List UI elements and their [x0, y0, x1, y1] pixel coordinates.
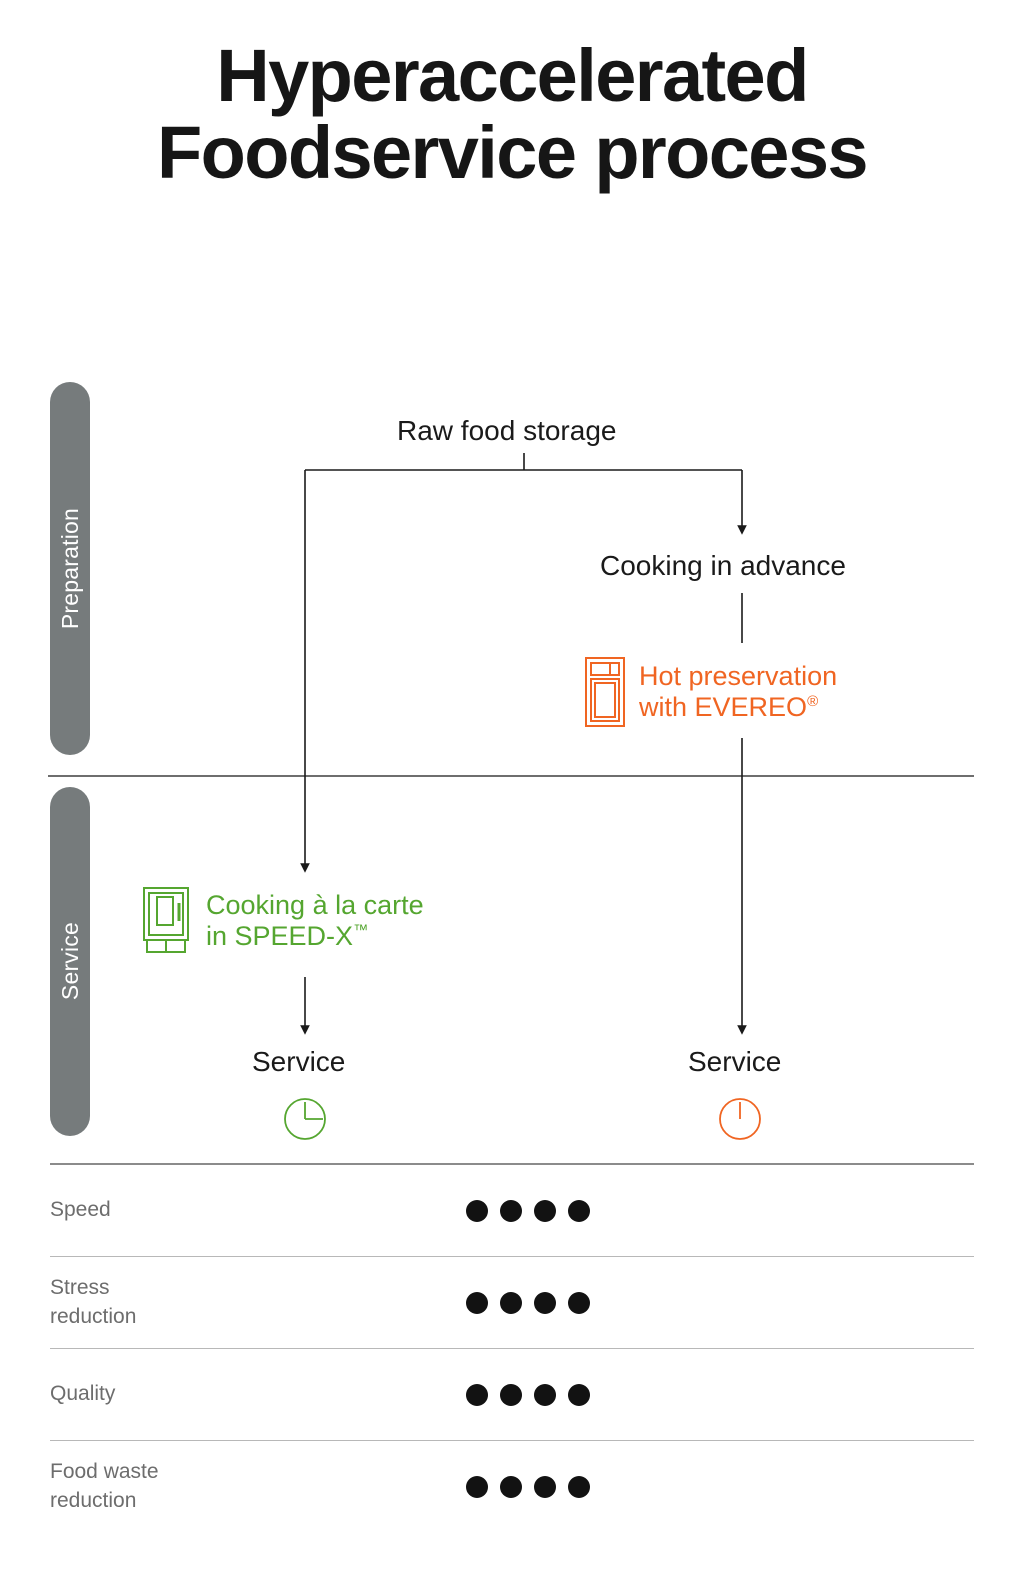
stage-label-preparation: Preparation — [56, 507, 83, 630]
rating-dot-filled — [466, 1475, 488, 1498]
rating-dot-filled — [568, 1291, 590, 1314]
rating-dot-filled — [466, 1291, 488, 1314]
combi-oven-icon — [140, 885, 194, 957]
rating-dots — [466, 1291, 590, 1314]
product-evereo-line2: with EVEREO — [639, 692, 808, 722]
node-service-left: Service — [252, 1046, 346, 1077]
oven-cabinet-icon — [583, 655, 627, 729]
table-row: Quality — [50, 1349, 974, 1441]
rating-dot-filled — [534, 1199, 556, 1222]
rating-dots — [466, 1383, 590, 1406]
rating-dot-filled — [534, 1291, 556, 1314]
rating-dots — [466, 1475, 590, 1498]
table-row: Speed — [50, 1165, 974, 1257]
rating-label: Speed — [50, 1198, 111, 1222]
node-raw-food-storage: Raw food storage — [397, 415, 617, 446]
clock-instant-icon — [717, 1096, 763, 1147]
rating-dot-filled — [568, 1383, 590, 1406]
trademark-mark-icon: ™ — [353, 922, 369, 939]
rating-label: Food waste reduction — [50, 1460, 159, 1512]
registered-mark-icon: ® — [807, 693, 819, 710]
clock-quarter-icon — [282, 1096, 328, 1147]
table-row: Food waste reduction — [50, 1441, 974, 1532]
rating-dot-filled — [466, 1383, 488, 1406]
page-title: Hyperaccelerated Foodservice process — [157, 34, 869, 194]
product-speed-x-line1: Cooking à la carte — [206, 889, 424, 920]
rating-dot-filled — [534, 1383, 556, 1406]
node-cooking-in-advance: Cooking in advance — [600, 550, 846, 581]
rating-label: Quality — [50, 1382, 116, 1406]
stage-label-service: Service — [56, 922, 83, 1001]
rating-dot-filled — [500, 1383, 522, 1406]
rating-dot-filled — [534, 1475, 556, 1498]
table-row: Stress reduction — [50, 1257, 974, 1349]
table-top-rule — [50, 1163, 974, 1165]
rating-dot-filled — [500, 1199, 522, 1222]
rating-dot-filled — [466, 1199, 488, 1222]
rating-dot-filled — [500, 1475, 522, 1498]
stage-bar-service: Service — [50, 787, 90, 1136]
product-speed-x-line2: in SPEED-X — [206, 921, 354, 951]
rating-label: Stress reduction — [50, 1276, 137, 1328]
section-divider — [48, 775, 974, 777]
rating-dot-filled — [500, 1291, 522, 1314]
rating-dot-filled — [568, 1475, 590, 1498]
rating-dot-filled — [568, 1199, 590, 1222]
product-evereo-line1: Hot preservation — [639, 660, 838, 691]
node-service-right: Service — [688, 1046, 782, 1077]
stage-bar-preparation: Preparation — [50, 382, 90, 755]
rating-dots — [466, 1199, 590, 1222]
